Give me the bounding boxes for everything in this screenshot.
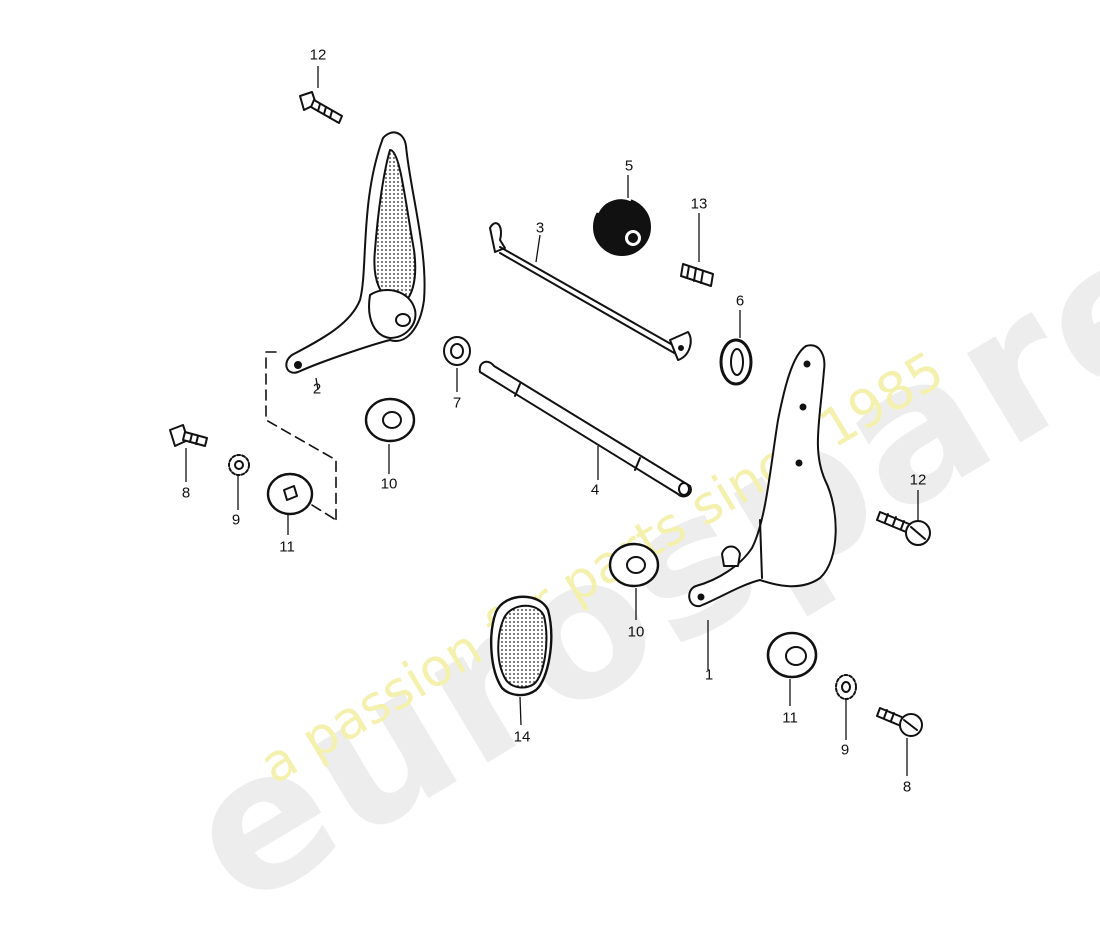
handle-knob-14 bbox=[490, 595, 553, 697]
callout-9-left: 9 bbox=[231, 511, 241, 529]
callout-1: 1 bbox=[704, 666, 714, 684]
callout-10-left: 10 bbox=[380, 475, 398, 493]
bolt-8-left bbox=[169, 424, 208, 447]
exploded-view-drawing bbox=[169, 66, 931, 776]
washer-10-right bbox=[608, 542, 660, 588]
callout-8-right: 8 bbox=[902, 778, 912, 796]
grommet-6 bbox=[719, 338, 753, 386]
lock-washer-9-right bbox=[835, 674, 857, 700]
bolt-12-right bbox=[876, 511, 931, 546]
callout-12-right: 12 bbox=[909, 471, 927, 489]
callout-5: 5 bbox=[624, 157, 634, 175]
callout-14: 14 bbox=[513, 728, 531, 746]
washer-7 bbox=[443, 336, 471, 366]
callout-9-right: 9 bbox=[840, 741, 850, 759]
callout-6: 6 bbox=[735, 292, 745, 310]
ball-knob-5 bbox=[593, 197, 651, 256]
callout-7: 7 bbox=[452, 394, 462, 412]
callout-2: 2 bbox=[312, 380, 322, 398]
leader-lines bbox=[185, 66, 919, 776]
bolt-12-top bbox=[299, 91, 343, 124]
bolt-8-right bbox=[876, 707, 923, 737]
bushing-11-right bbox=[766, 631, 818, 679]
callout-3: 3 bbox=[535, 219, 545, 237]
bushing-11-left bbox=[266, 472, 314, 516]
parts-diagram: eurospares a passion for parts since 198… bbox=[150, 46, 1100, 949]
callout-11-left: 11 bbox=[279, 538, 295, 556]
callout-12-top: 12 bbox=[309, 46, 327, 64]
callout-4: 4 bbox=[590, 481, 600, 499]
callout-11-right: 11 bbox=[782, 709, 798, 727]
lever-1 bbox=[688, 344, 837, 608]
rod-3 bbox=[489, 222, 692, 361]
lock-washer-9-left bbox=[228, 454, 250, 476]
rod-4 bbox=[478, 360, 692, 498]
lever-2 bbox=[285, 131, 426, 374]
callout-13: 13 bbox=[690, 195, 708, 213]
washer-10-left bbox=[364, 397, 416, 443]
assembly-bracket bbox=[265, 351, 337, 521]
callout-8-left: 8 bbox=[181, 484, 191, 502]
callout-10-right: 10 bbox=[627, 623, 645, 641]
pin-13 bbox=[680, 263, 714, 287]
